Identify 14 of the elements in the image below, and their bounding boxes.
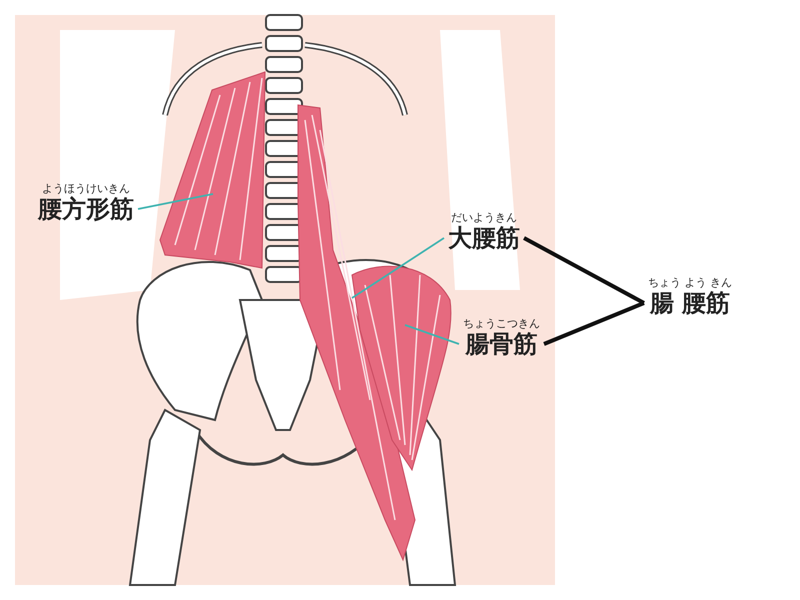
furigana-reading: ちょうこつきん [463, 317, 540, 330]
leader-line [352, 237, 444, 299]
muscle-drawing [352, 266, 452, 470]
leader-line [138, 193, 214, 210]
muscle-name-label: 腸骨筋 [466, 330, 538, 358]
muscle-name-label: 腸 腰筋 [650, 289, 730, 317]
furigana-reading: ようほうけいきん [42, 182, 130, 195]
bracket-line [543, 301, 645, 346]
muscle-drawing [159, 71, 266, 269]
muscle-name-label: 大腰筋 [448, 224, 520, 252]
furigana-reading: ちょう よう きん [648, 276, 732, 289]
bracket-line [523, 236, 645, 305]
furigana-reading: だいようきん [451, 211, 517, 224]
muscle-name-label: 腰方形筋 [38, 195, 134, 223]
